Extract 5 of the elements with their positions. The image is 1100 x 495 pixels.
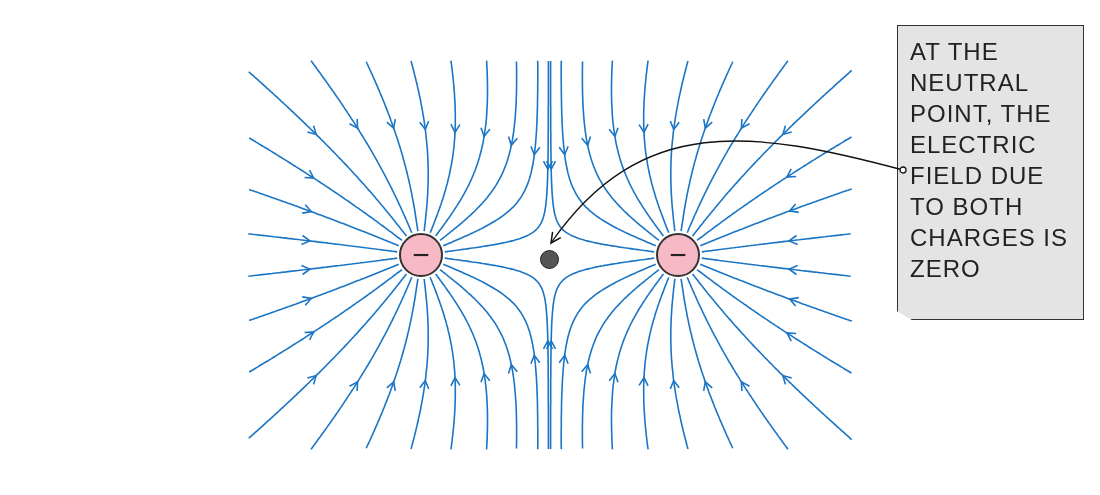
callout-box: AT THE NEUTRAL POINT, THE ELECTRIC FIELD DUE TO BOTH CHARGES IS ZERO <box>897 25 1084 320</box>
negative-charge: − <box>656 233 700 277</box>
negative-charge: − <box>399 233 443 277</box>
neutral-point-dot <box>540 250 559 269</box>
leader-arrow <box>550 140 907 244</box>
